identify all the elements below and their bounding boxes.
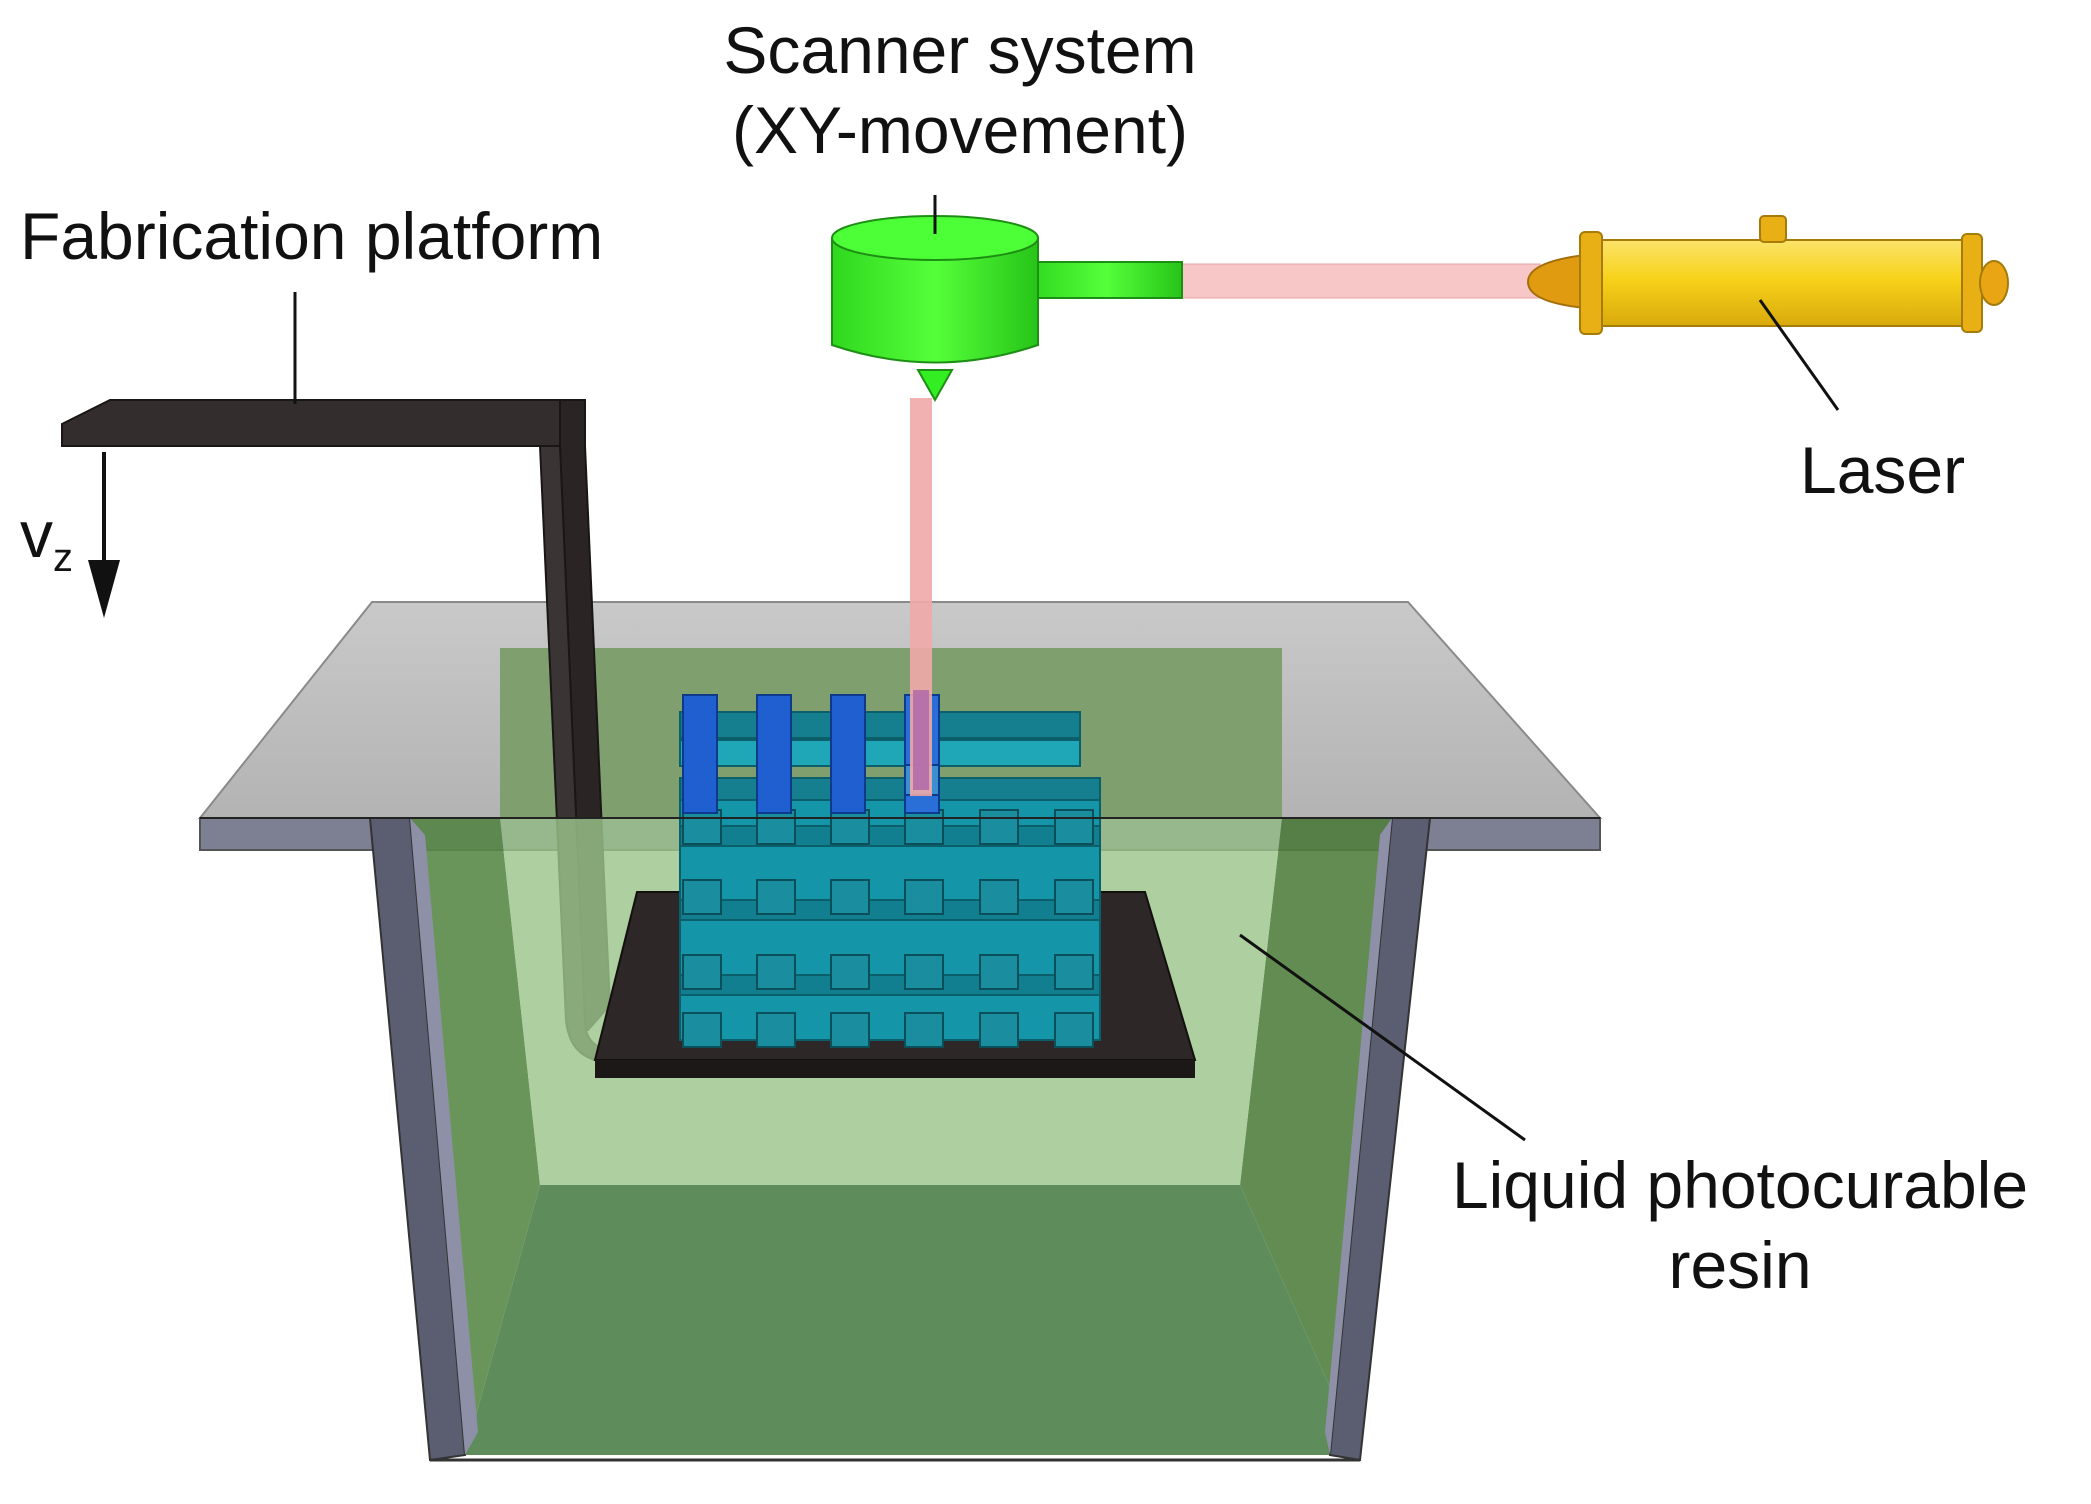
velocity-subscript: z bbox=[53, 536, 73, 580]
fabrication-platform-label: Fabrication platform bbox=[20, 199, 604, 273]
velocity-label: vz bbox=[20, 494, 73, 598]
laser-knob bbox=[1759, 215, 1787, 243]
part-top-bar bbox=[682, 694, 718, 814]
resin-label-line2: resin bbox=[1668, 1228, 1812, 1302]
part-cube bbox=[1054, 879, 1094, 915]
tank-walls bbox=[200, 817, 1600, 1462]
part-cube bbox=[1054, 954, 1094, 990]
part-top-bar bbox=[756, 694, 792, 814]
part-cube bbox=[830, 954, 870, 990]
leader-lines bbox=[293, 195, 1840, 1142]
scanner-label-line1: Scanner system bbox=[723, 13, 1197, 87]
part-cube bbox=[979, 879, 1019, 915]
laser-body bbox=[1579, 239, 1981, 327]
scanner-nozzle-arm bbox=[1029, 261, 1183, 299]
part-cube bbox=[904, 1012, 944, 1048]
velocity-arrow bbox=[88, 452, 120, 618]
scanner-tip bbox=[916, 369, 954, 403]
part-top-bar bbox=[830, 694, 866, 814]
laser-label: Laser bbox=[1800, 433, 1966, 507]
part-cube bbox=[756, 954, 796, 990]
laser-device bbox=[1526, 215, 2009, 335]
scanner-body bbox=[831, 237, 1039, 364]
part-layer-gap bbox=[679, 899, 1101, 921]
part-cube bbox=[979, 809, 1019, 845]
resin-label: Liquid photocurable resin bbox=[1400, 1145, 2080, 1305]
resin-bottom bbox=[465, 1185, 1360, 1455]
part-cube bbox=[682, 954, 722, 990]
part-cube bbox=[830, 1012, 870, 1048]
part-cube bbox=[682, 879, 722, 915]
part-cube bbox=[979, 1012, 1019, 1048]
resin-label-line1: Liquid photocurable bbox=[1451, 1148, 2029, 1222]
velocity-symbol: v bbox=[20, 497, 53, 571]
part-cube bbox=[904, 954, 944, 990]
scanner-label: Scanner system (XY-movement) bbox=[610, 10, 1310, 170]
part-cube bbox=[904, 879, 944, 915]
part-cube bbox=[1054, 1012, 1094, 1048]
part-layer-gap bbox=[679, 825, 1101, 847]
laser-beam-horizontal bbox=[1179, 263, 1541, 299]
part-cube bbox=[682, 1012, 722, 1048]
laser-leader bbox=[1758, 299, 1840, 411]
laser-nose bbox=[1526, 253, 1586, 310]
part-cube bbox=[756, 1012, 796, 1048]
printed-part bbox=[679, 694, 1101, 1048]
part-layer-bar bbox=[679, 711, 1081, 739]
part-cube bbox=[979, 954, 1019, 990]
part-layer-gap bbox=[679, 974, 1101, 996]
part-cube bbox=[756, 879, 796, 915]
part-cube bbox=[830, 879, 870, 915]
resin-left-wall bbox=[410, 818, 540, 1455]
part-cube bbox=[904, 809, 944, 845]
part-cube bbox=[756, 809, 796, 845]
part-cube bbox=[682, 809, 722, 845]
part-layer-bar bbox=[679, 739, 1081, 767]
part-cube bbox=[830, 809, 870, 845]
scanner-label-line2: (XY-movement) bbox=[731, 93, 1189, 167]
platform-arm-horizontal bbox=[61, 399, 586, 447]
part-cube bbox=[1054, 809, 1094, 845]
scanner-unit bbox=[831, 215, 1183, 403]
resin-leader bbox=[1239, 933, 1526, 1142]
